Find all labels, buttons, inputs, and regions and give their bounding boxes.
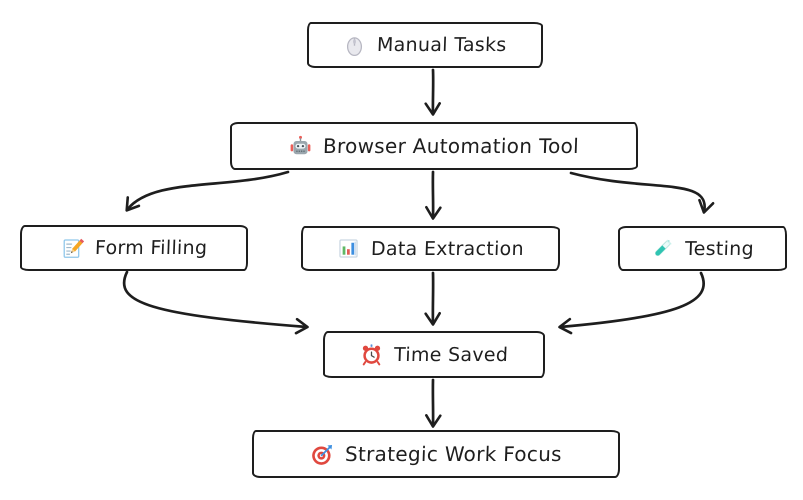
edge-form-to-time [122,270,309,335]
bar-chart-icon [337,237,360,260]
node-browser-automation-tool: Browser Automation Tool [230,122,638,170]
node-label: Manual Tasks [376,34,508,56]
node-testing: Testing [618,226,787,271]
robot-icon [289,135,312,158]
node-data-extraction: Data Extraction [301,226,560,271]
alarm-clock-icon [360,343,383,366]
node-label: Browser Automation Tool [322,134,580,158]
node-manual-tasks: Manual Tasks [307,22,543,68]
node-label: Testing [684,237,755,260]
edge-automation-to-testing [569,171,715,214]
edge-testing-to-time [558,271,705,335]
mouse-icon [343,34,366,57]
node-label: Form Filling [94,237,208,259]
node-label: Data Extraction [370,237,525,260]
test-tube-icon [651,237,674,260]
node-form-filling: Form Filling [20,225,248,271]
memo-pencil-icon [61,237,84,260]
node-time-saved: Time Saved [323,331,545,378]
node-strategic-work-focus: Strategic Work Focus [252,430,620,478]
target-icon [311,443,334,466]
node-label: Time Saved [393,343,509,366]
node-label: Strategic Work Focus [344,442,562,466]
edge-automation-to-form [125,170,290,212]
